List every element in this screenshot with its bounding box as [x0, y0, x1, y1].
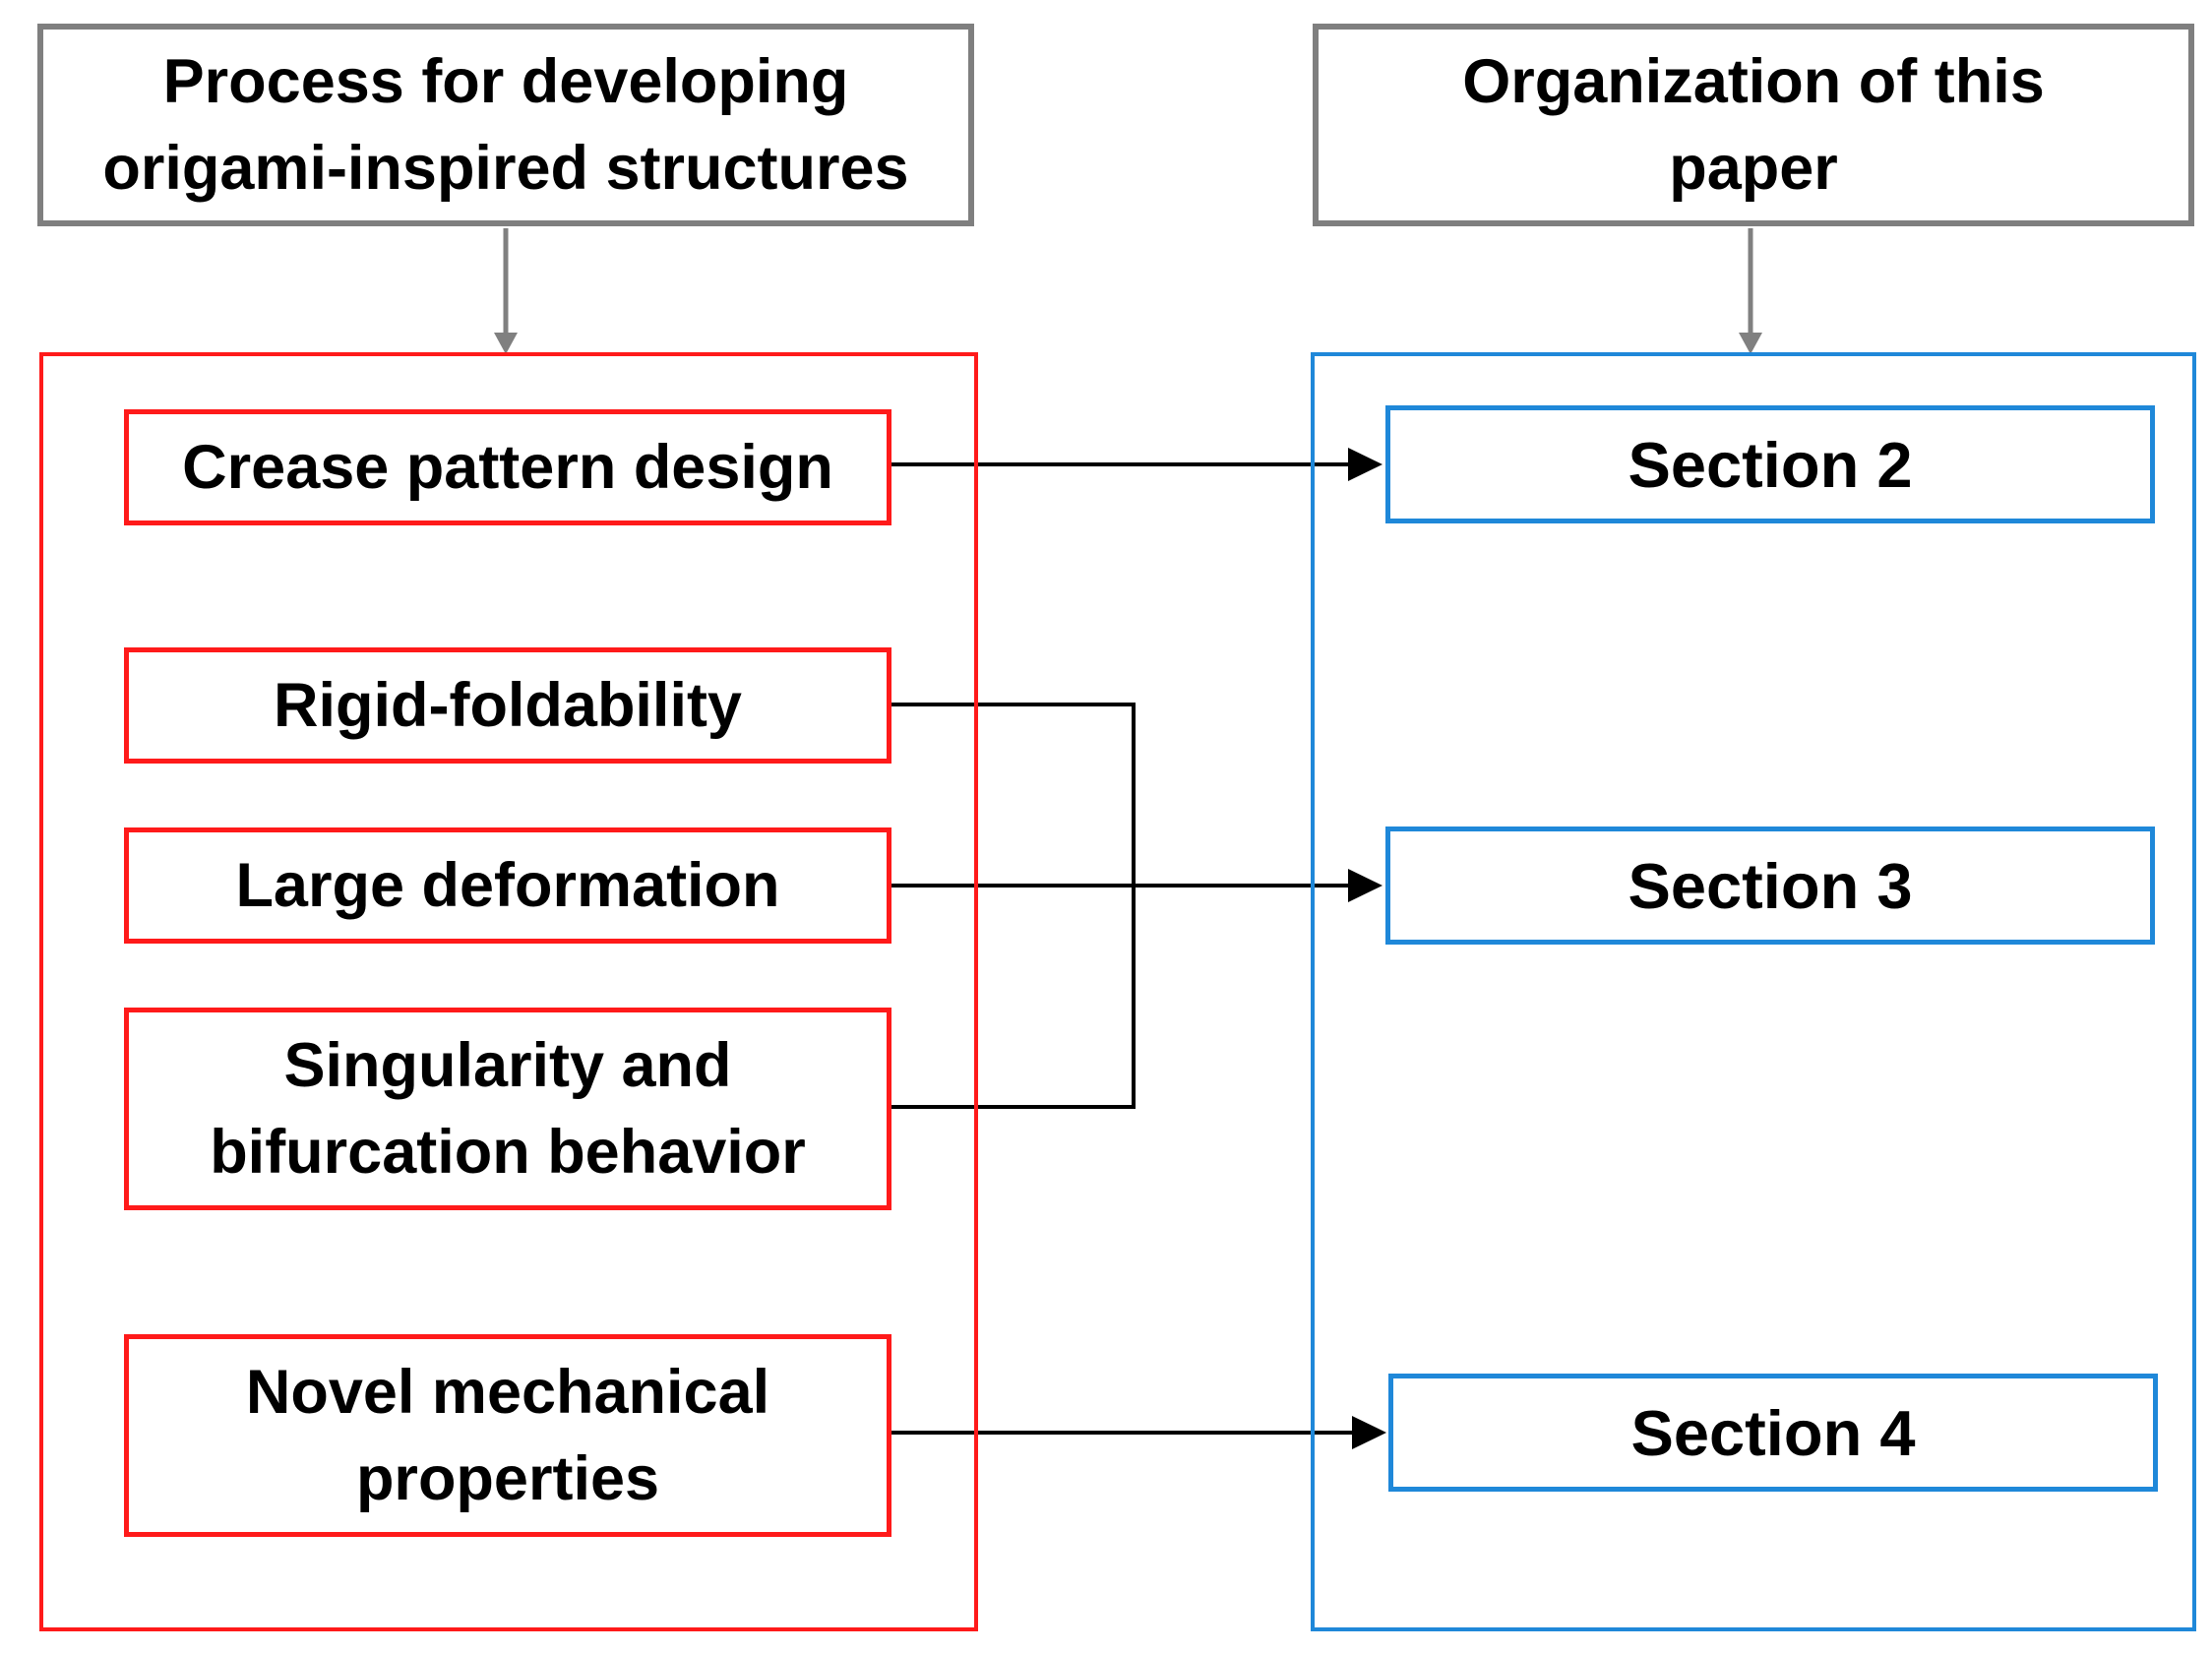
- arrowhead-left-header: [494, 333, 518, 354]
- arrowhead-section3: [1348, 869, 1382, 902]
- arrowhead-section2: [1348, 448, 1382, 481]
- right-header-line-1: Organization of this: [1462, 46, 2045, 116]
- process-item-novel-mechanical-properties: Novel mechanical properties: [124, 1334, 891, 1537]
- left-header-line-1: Process for developing: [162, 46, 849, 116]
- left-header-line-2: origami-inspired structures: [102, 134, 909, 203]
- section-label: Section 2: [1628, 428, 1913, 501]
- section-3-box: Section 3: [1385, 826, 2155, 945]
- process-item-label-line-2: properties: [355, 1444, 660, 1513]
- process-item-crease-pattern-design: Crease pattern design: [124, 409, 891, 525]
- process-item-singularity-bifurcation: Singularity and bifurcation behavior: [124, 1008, 891, 1210]
- arrowhead-section4: [1352, 1416, 1386, 1449]
- section-label: Section 3: [1628, 849, 1913, 922]
- process-item-rigid-foldability: Rigid-foldability: [124, 647, 891, 764]
- section-4-box: Section 4: [1388, 1374, 2158, 1492]
- process-item-large-deformation: Large deformation: [124, 827, 891, 944]
- right-header-line-2: paper: [1669, 134, 1838, 203]
- process-group: [39, 352, 978, 1631]
- process-item-label-line-1: Singularity and: [283, 1030, 732, 1100]
- arrowhead-right-header: [1739, 333, 1762, 354]
- left-header: Process for developing origami-inspired …: [37, 24, 974, 226]
- sections-group: [1311, 352, 2196, 1631]
- process-item-label: Crease pattern design: [182, 432, 833, 502]
- process-item-label-line-2: bifurcation behavior: [210, 1118, 806, 1187]
- section-label: Section 4: [1630, 1396, 1916, 1469]
- section-2-box: Section 2: [1385, 405, 2155, 523]
- right-header: Organization of this paper: [1313, 24, 2194, 226]
- process-item-label-line-1: Novel mechanical: [245, 1357, 770, 1427]
- bracket-rigid-singularity: [886, 703, 1136, 1109]
- process-item-label: Rigid-foldability: [274, 670, 742, 740]
- process-item-label: Large deformation: [235, 850, 780, 920]
